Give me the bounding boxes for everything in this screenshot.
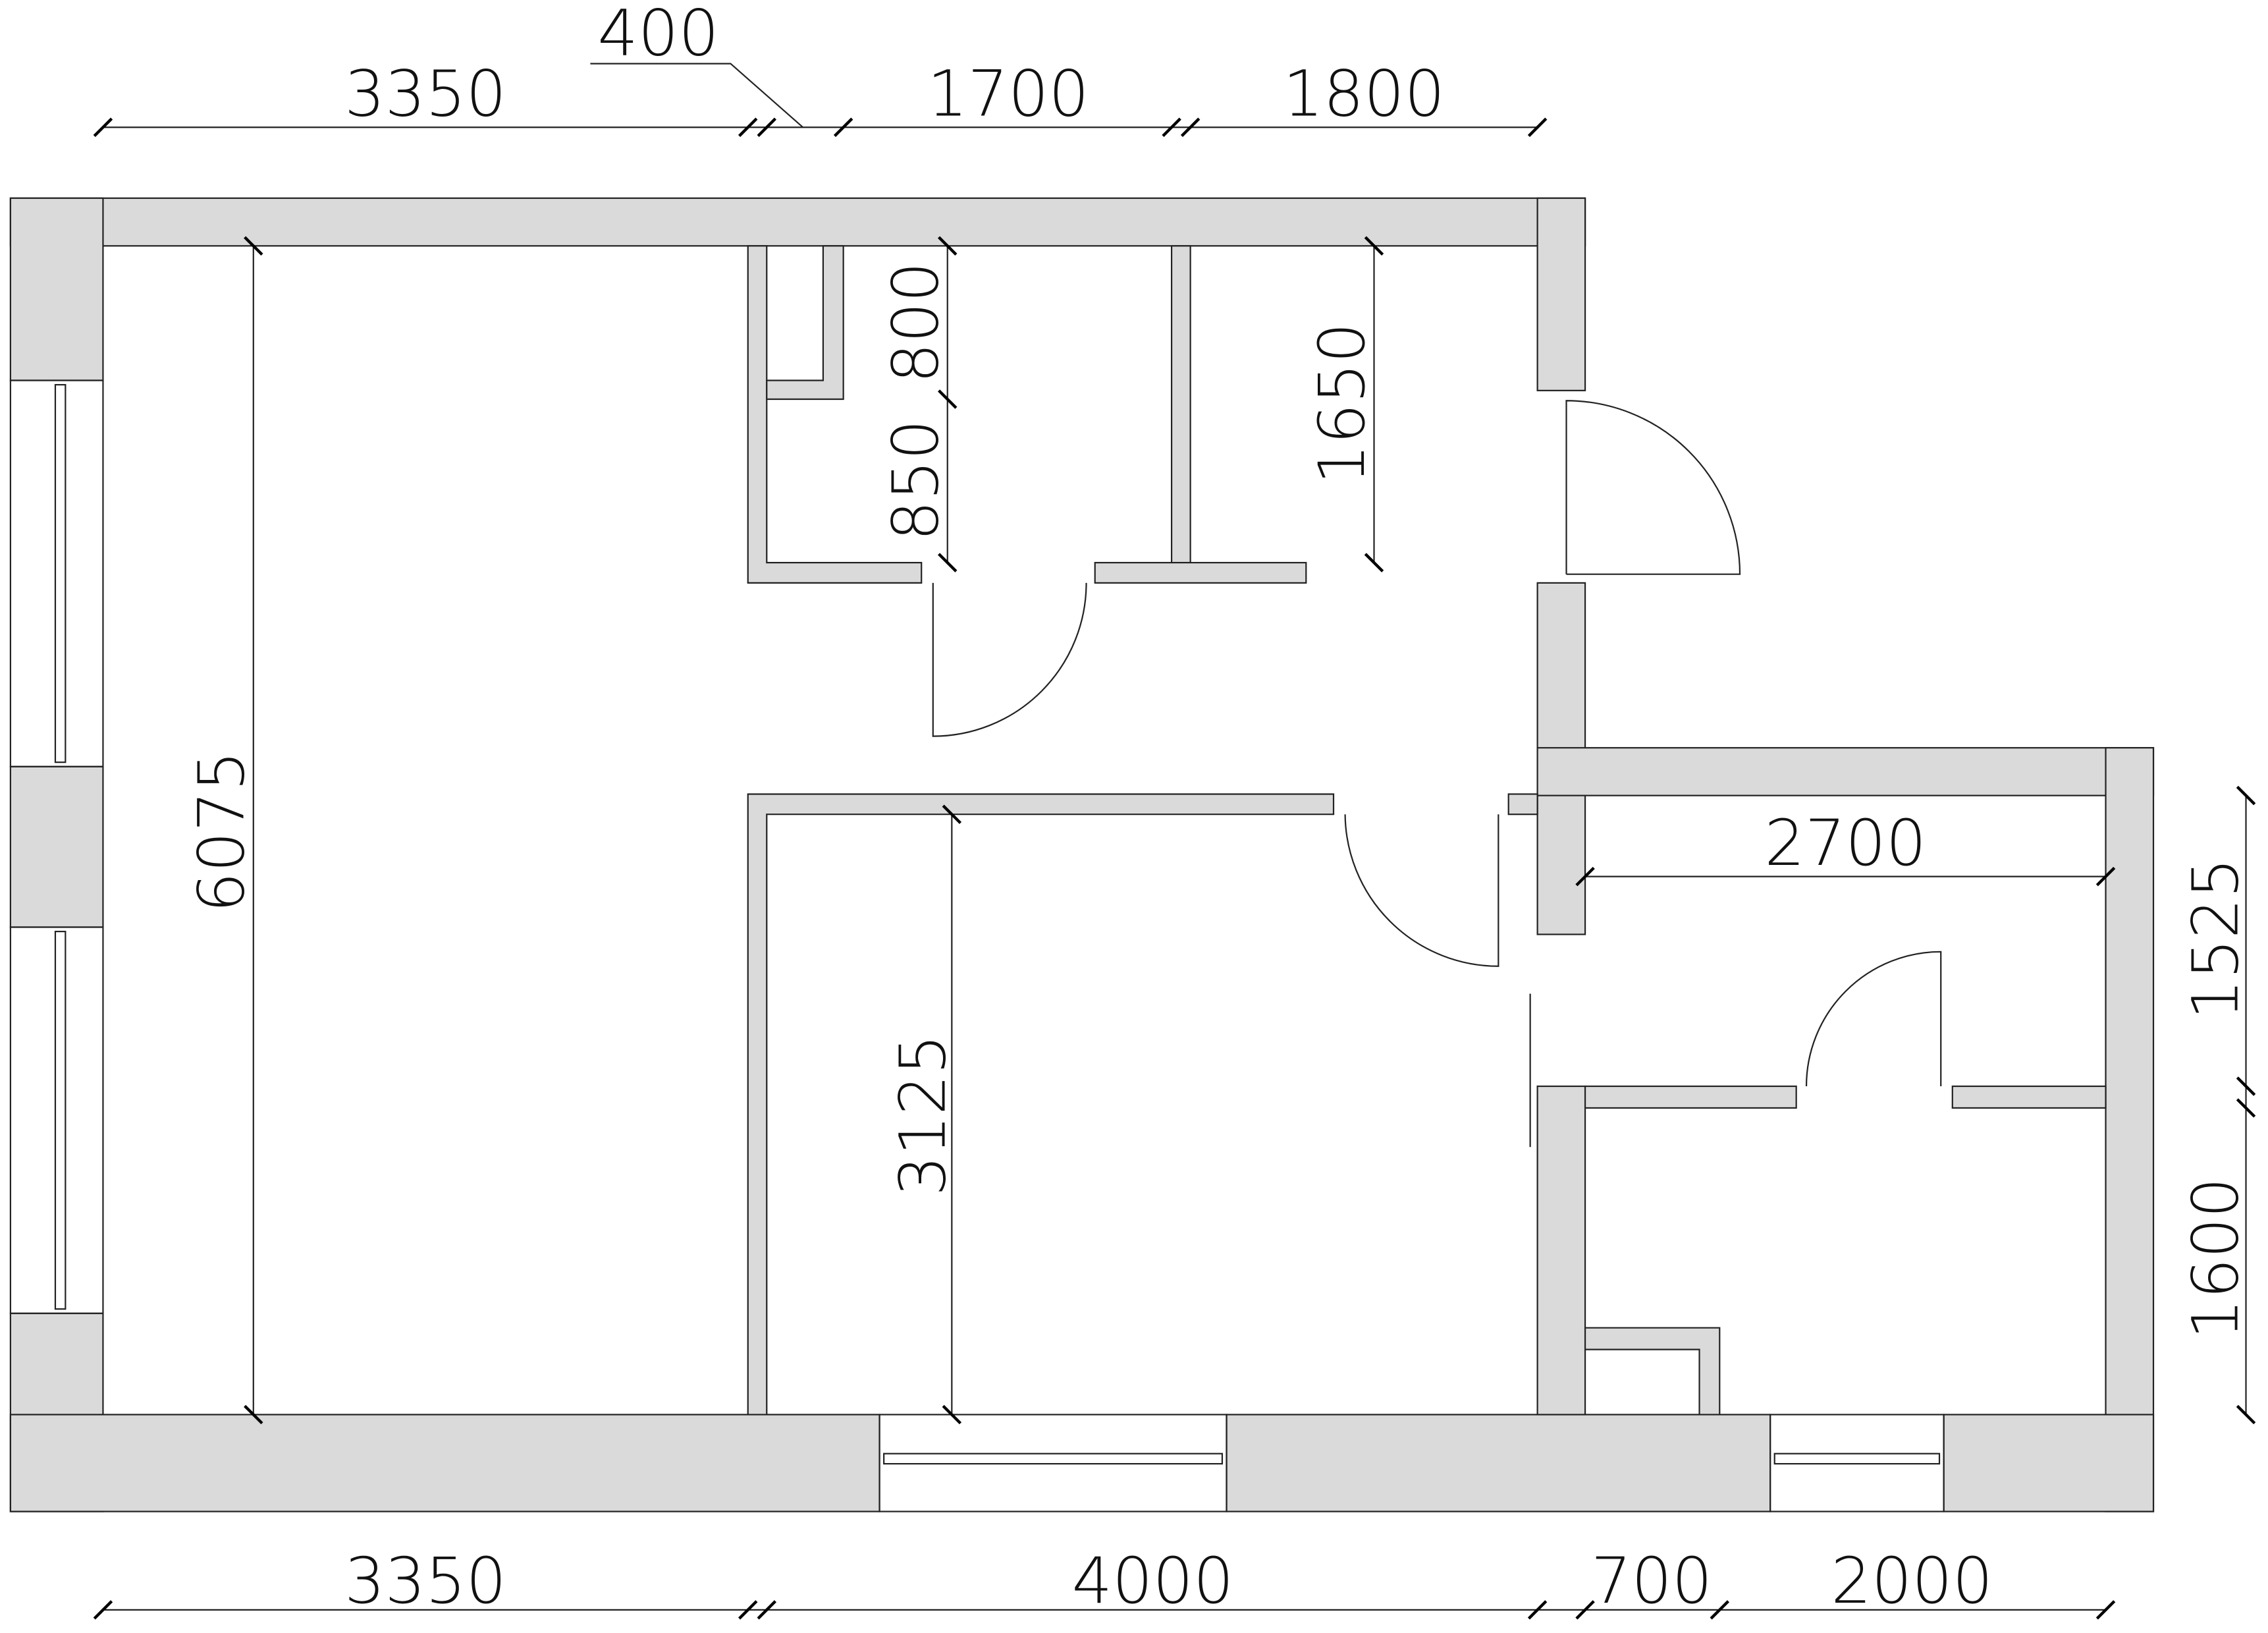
dim-top-4: 1800 [1283, 57, 1445, 131]
dim-bottom-4: 2000 [1831, 1543, 1993, 1618]
dim-bottom-2: 4000 [1072, 1543, 1234, 1618]
dim-storage-upper: 800 [878, 262, 952, 383]
doors [932, 400, 1942, 1148]
dim-right-upper: 1525 [2178, 858, 2252, 1020]
dim-top-1: 3350 [344, 57, 506, 131]
walls [9, 197, 2155, 1512]
windows [9, 379, 1945, 1512]
dim-hall-depth: 1650 [1305, 323, 1379, 485]
dim-bottom-3: 700 [1591, 1543, 1712, 1618]
dim-bath-width: 2700 [1764, 806, 1926, 880]
dim-storage-lower: 850 [878, 420, 952, 541]
dimension-lines [93, 63, 2256, 1620]
dim-bottom-1: 3350 [344, 1543, 506, 1618]
dimension-labels: 3350 400 1700 1800 3350 4000 700 2000 60… [184, 0, 2252, 1618]
dim-room-depth: 3125 [885, 1034, 959, 1196]
dim-right-lower: 1600 [2178, 1177, 2252, 1339]
dim-top-2: 400 [597, 0, 718, 70]
dim-left-height: 6075 [184, 751, 258, 913]
dim-top-3: 1700 [927, 57, 1089, 131]
